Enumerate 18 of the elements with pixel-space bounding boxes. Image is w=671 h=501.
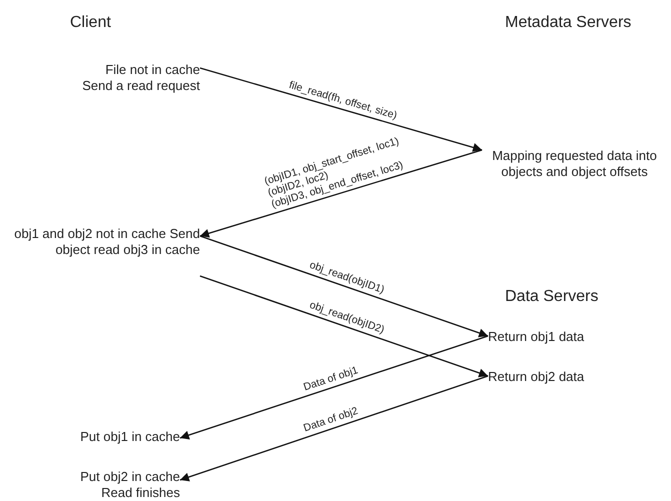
- step-text: Return obj1 data: [488, 329, 618, 347]
- arrow: [200, 67, 482, 152]
- arrow: [200, 275, 488, 378]
- arrow: [200, 235, 488, 338]
- column-heading: Metadata Servers: [505, 14, 632, 32]
- step-text: obj1 and obj2 not in cache Send object read obj3 in cache: [10, 226, 200, 280]
- step-text: Return obj2 data: [488, 369, 618, 387]
- arrow: [180, 335, 488, 440]
- arrow: [200, 149, 482, 238]
- step-text: Put obj2 in cache Read finishes: [60, 469, 180, 501]
- column-heading: Data Servers: [505, 288, 598, 306]
- step-text: File not in cache Send a read request: [73, 62, 200, 104]
- step-text: Put obj1 in cache: [60, 429, 180, 447]
- column-heading: Client: [70, 14, 111, 32]
- arrow: [180, 375, 488, 482]
- edge-label: Data of obj2: [302, 404, 360, 434]
- step-text: Mapping requested data into objects and object offsets: [482, 148, 667, 186]
- edge-label: Data of obj1: [302, 364, 360, 394]
